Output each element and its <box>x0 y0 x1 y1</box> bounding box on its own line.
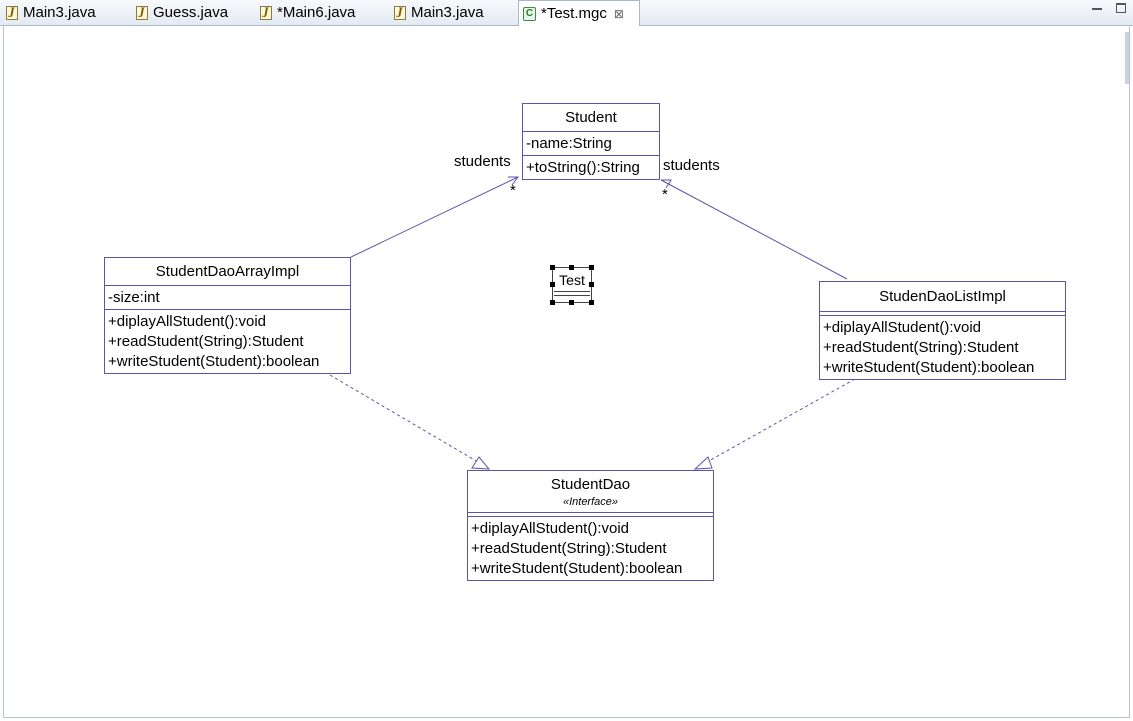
tab-main6-java[interactable]: J *Main6.java <box>260 0 355 25</box>
operations-section: +toString():String <box>523 155 659 179</box>
association-left-role: students <box>454 153 511 170</box>
class-student[interactable]: Student -name:String +toString():String <box>522 103 660 180</box>
tab-test-mgc[interactable]: C *Test.mgc ⊠ <box>518 0 640 26</box>
resize-handle-sw[interactable] <box>550 300 555 305</box>
association-left-multiplicity: * <box>510 182 516 199</box>
java-file-icon: J <box>394 5 406 20</box>
interface-student-dao[interactable]: StudentDao «Interface» +diplayAllStudent… <box>467 470 714 581</box>
class-name: StudentDao <box>550 476 631 493</box>
operations-section: +diplayAllStudent():void +readStudent(St… <box>820 315 1065 379</box>
attribute: -name:String <box>526 135 612 152</box>
resize-handle-s[interactable] <box>569 300 574 305</box>
class-student-dao-array-impl[interactable]: StudentDaoArrayImpl -size:int +diplayAll… <box>104 257 351 374</box>
resize-handle-ne[interactable] <box>589 265 594 270</box>
association-right-multiplicity: * <box>662 186 668 203</box>
attributes-section: -size:int <box>105 285 350 309</box>
resize-handle-n[interactable] <box>569 265 574 270</box>
resize-handle-w[interactable] <box>550 282 555 287</box>
realization-left-line <box>329 374 479 463</box>
test-class-divider <box>554 291 590 292</box>
java-file-icon: J <box>136 5 148 20</box>
association-left-arrowhead <box>508 176 519 186</box>
test-class-selected[interactable]: Test <box>550 265 594 305</box>
maximize-button[interactable] <box>1114 2 1128 14</box>
java-file-icon: J <box>6 5 18 20</box>
operation: +diplayAllStudent():void <box>471 520 630 537</box>
operation: +readStudent(String):Student <box>823 339 1019 356</box>
attributes-section <box>468 512 713 516</box>
editor-tab-bar: J Main3.java J Guess.java J *Main6.java … <box>0 0 1133 26</box>
tab-label: Main3.java <box>411 4 484 21</box>
operation: +writeStudent(Student):boolean <box>471 560 683 577</box>
test-class-label: Test <box>559 272 585 288</box>
operation: +writeStudent(Student):boolean <box>823 359 1035 376</box>
class-name: StudentDaoArrayImpl <box>155 263 300 280</box>
maximize-icon <box>1116 3 1126 13</box>
operation: +readStudent(String):Student <box>108 333 304 350</box>
realization-right-arrowhead <box>693 456 713 470</box>
minimize-icon <box>1092 8 1102 10</box>
association-left-line <box>350 176 519 258</box>
tab-main3-java-2[interactable]: J Main3.java <box>394 0 484 25</box>
operation: +diplayAllStudent():void <box>823 319 982 336</box>
operation: +toString():String <box>526 159 640 176</box>
association-right-line <box>660 179 848 280</box>
operation: +readStudent(String):Student <box>471 540 667 557</box>
class-studen-dao-list-impl[interactable]: StudenDaoListImpl +diplayAllStudent():vo… <box>819 281 1066 380</box>
realization-left-arrowhead <box>471 456 491 470</box>
association-right-arrowhead <box>661 179 672 189</box>
class-diagram-file-icon: C <box>523 6 536 21</box>
class-name: Student <box>565 109 617 126</box>
tab-label: Main3.java <box>23 4 96 21</box>
java-file-icon: J <box>260 5 272 20</box>
association-right-role: students <box>663 157 720 174</box>
operation: +writeStudent(Student):boolean <box>108 353 320 370</box>
resize-handle-nw[interactable] <box>550 265 555 270</box>
operations-section: +diplayAllStudent():void +readStudent(St… <box>105 309 350 373</box>
attribute: -size:int <box>108 289 160 306</box>
stereotype: «Interface» <box>562 496 619 508</box>
minimize-button[interactable] <box>1090 2 1104 14</box>
tab-label: Guess.java <box>153 4 229 21</box>
tab-label: *Main6.java <box>277 4 356 21</box>
close-tab-icon[interactable]: ⊠ <box>613 6 624 21</box>
tab-guess-java[interactable]: J Guess.java <box>136 0 228 25</box>
attributes-section <box>820 311 1065 315</box>
test-class-divider <box>554 295 590 296</box>
vertical-scrollbar[interactable] <box>1125 32 1129 84</box>
realization-right-line <box>706 378 856 463</box>
operation: +diplayAllStudent():void <box>108 313 267 330</box>
class-name: StudenDaoListImpl <box>879 288 1006 305</box>
resize-handle-e[interactable] <box>589 282 594 287</box>
tab-label: *Test.mgc <box>541 5 607 22</box>
attributes-section: -name:String <box>523 131 659 155</box>
resize-handle-se[interactable] <box>589 300 594 305</box>
tab-main3-java[interactable]: J Main3.java <box>6 0 96 25</box>
operations-section: +diplayAllStudent():void +readStudent(St… <box>468 516 713 580</box>
